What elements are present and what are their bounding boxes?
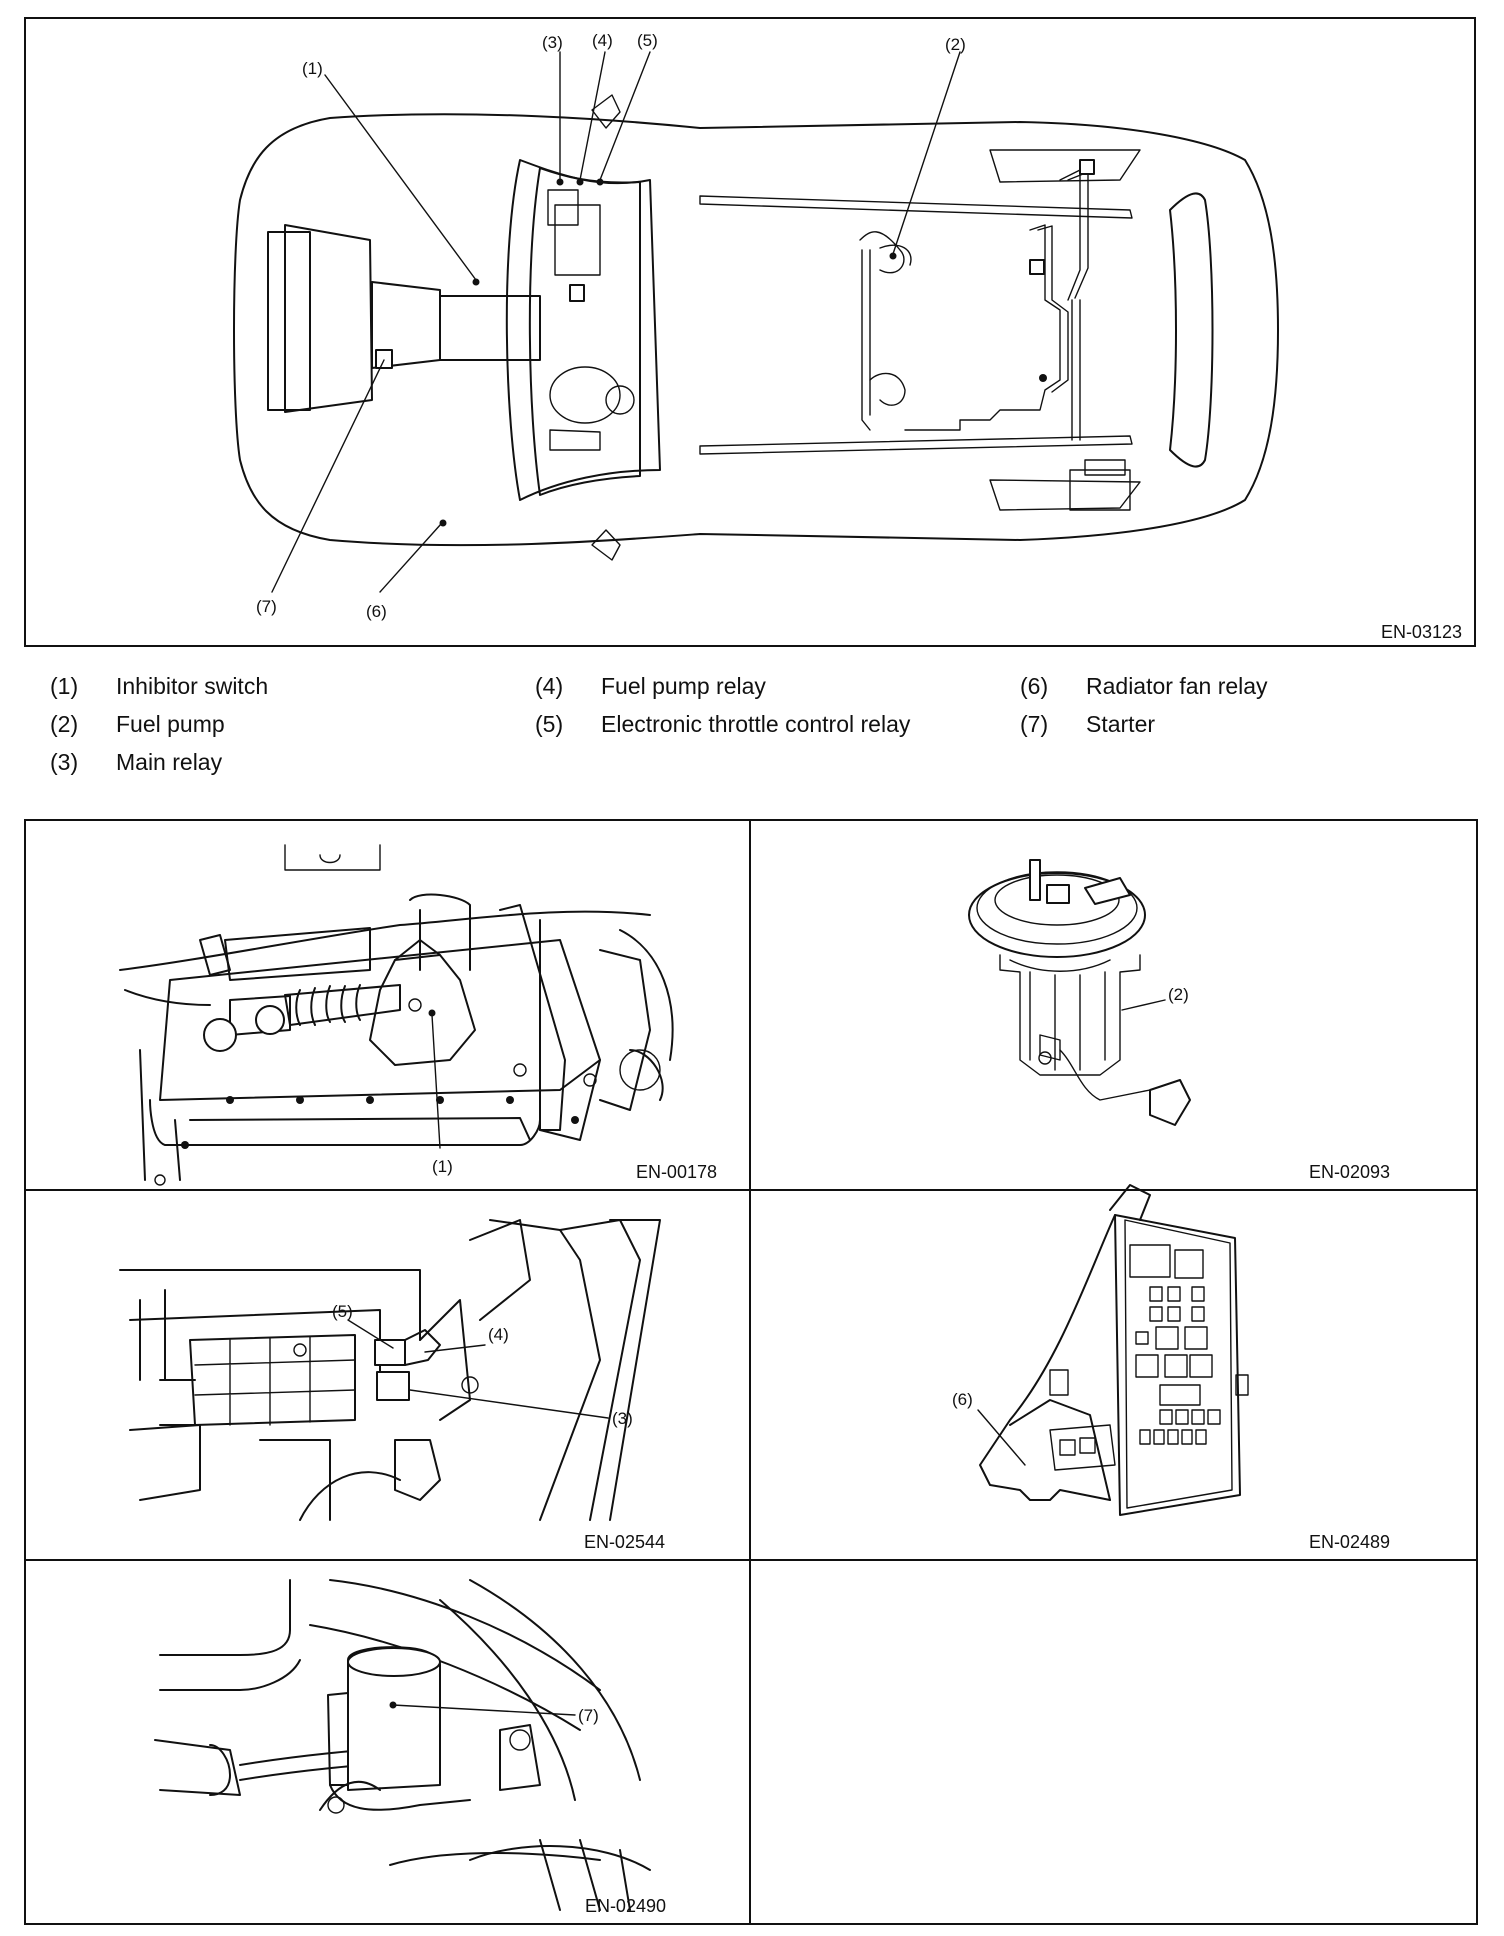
- panel4-code: EN-02489: [1309, 1532, 1390, 1552]
- legend-num: (4): [535, 673, 564, 699]
- main-leader-lines: [271, 51, 961, 593]
- legend-text: Starter: [1086, 711, 1156, 737]
- legend-num: (7): [1020, 711, 1049, 737]
- legend-item-1: (1) Inhibitor switch: [50, 673, 268, 700]
- engine-transmission: [267, 189, 635, 451]
- panel3-callout-5: (5): [332, 1302, 353, 1321]
- fuel-lines: [859, 159, 1131, 511]
- legend-item-7: (7) Starter: [1020, 711, 1155, 738]
- panel5-callout-7: (7): [578, 1706, 599, 1725]
- main-figure: (1) (2) (3) (4) (5) (7) (6) EN-03123: [24, 17, 1476, 647]
- legend-item-4: (4) Fuel pump relay: [535, 673, 766, 700]
- panel5-code: EN-02490: [585, 1896, 666, 1916]
- legend-num: (5): [535, 711, 564, 737]
- legend-text: Fuel pump relay: [601, 673, 766, 699]
- legend-text: Radiator fan relay: [1086, 673, 1268, 699]
- main-callout-2: (2): [945, 35, 966, 54]
- panel2-callout-2: (2): [1168, 985, 1189, 1004]
- legend-text: Electronic throttle control relay: [601, 711, 911, 737]
- main-callout-1: (1): [302, 59, 323, 78]
- legend-item-6: (6) Radiator fan relay: [1020, 673, 1268, 700]
- legend-item-3: (3) Main relay: [50, 749, 222, 776]
- legend-text: Main relay: [116, 749, 223, 775]
- panel3-callout-4: (4): [488, 1325, 509, 1344]
- panel1-code: EN-00178: [636, 1162, 717, 1182]
- panel3-code: EN-02544: [584, 1532, 665, 1552]
- detail-grid-lines: [24, 819, 1478, 1925]
- main-figure-frame: [24, 17, 1476, 647]
- legend-text: Fuel pump: [116, 711, 225, 737]
- panel3-callout-3: (3): [612, 1409, 633, 1428]
- main-callout-7: (7): [256, 597, 277, 616]
- panel1-callout-1: (1): [432, 1157, 453, 1176]
- main-figure-code: EN-03123: [1381, 622, 1462, 642]
- legend-num: (2): [50, 711, 79, 737]
- legend-num: (6): [1020, 673, 1049, 699]
- panel-starter: (7) EN-02490: [154, 1579, 666, 1916]
- panel-fuel-pump: (2) EN-02093: [968, 859, 1390, 1182]
- relay-box-fuses: [1135, 1286, 1221, 1445]
- legend-item-5: (5) Electronic throttle control relay: [535, 711, 910, 738]
- panel2-code: EN-02093: [1309, 1162, 1390, 1182]
- legend-num: (3): [50, 749, 79, 775]
- main-callout-4: (4): [592, 31, 613, 50]
- main-callout-3: (3): [542, 33, 563, 52]
- panel-relay-box: (6) EN-02489: [952, 1184, 1390, 1552]
- detail-grid: (1) EN-00178 (2) EN-02093: [24, 819, 1478, 1925]
- main-callout-5: (5): [637, 31, 658, 50]
- legend-num: (1): [50, 673, 79, 699]
- panel-inhibitor-switch: (1) EN-00178: [119, 844, 717, 1186]
- legend-text: Inhibitor switch: [116, 673, 269, 699]
- panel4-callout-6: (6): [952, 1390, 973, 1409]
- panel-relays: (5) (4) (3) EN-02544: [119, 1219, 665, 1552]
- legend-item-2: (2) Fuel pump: [50, 711, 225, 738]
- main-callout-6: (6): [366, 602, 387, 621]
